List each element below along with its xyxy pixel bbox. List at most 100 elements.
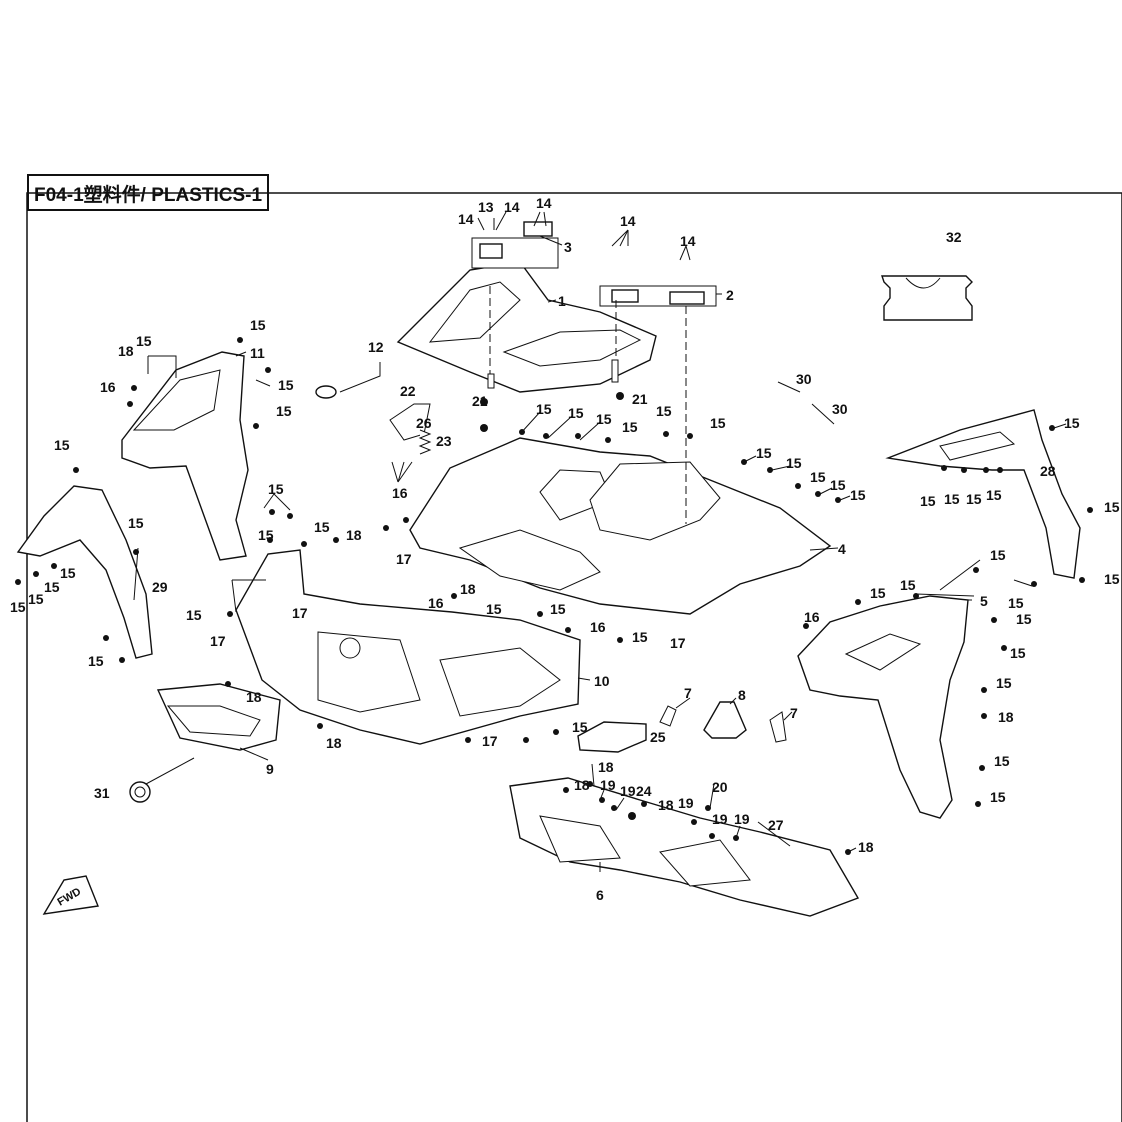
part-30-pin-b — [811, 403, 835, 425]
callout-15-ap: 15 — [1016, 611, 1032, 627]
callout-15y: 15 — [710, 415, 726, 431]
callout-25: 25 — [650, 729, 666, 745]
callout-2: 2 — [726, 287, 734, 303]
callout-15-an: 15 — [870, 585, 886, 601]
callout-18a: 18 — [118, 343, 134, 359]
callout-15-ar: 15 — [996, 675, 1012, 691]
callout-29: 29 — [152, 579, 168, 595]
callout-15-ab: 15 — [810, 469, 826, 485]
callout-16e: 16 — [804, 609, 820, 625]
part-6-underbody-tray — [509, 777, 860, 917]
callout-30b: 30 — [832, 401, 848, 417]
callout-15-aj: 15 — [1104, 499, 1120, 515]
callout-15k: 15 — [44, 579, 60, 595]
callout-19e: 19 — [734, 811, 750, 827]
callout-24: 24 — [636, 783, 652, 799]
diagram-title: F04-1塑料件/ PLASTICS-1 — [34, 185, 263, 206]
part-31-plug — [129, 781, 151, 803]
callout-15u: 15 — [568, 405, 584, 421]
part-25-pad — [577, 721, 647, 753]
callout-14e: 14 — [680, 233, 696, 249]
callout-15v: 15 — [596, 411, 612, 427]
part-12-seal — [315, 385, 337, 399]
part-28-right-fender — [885, 409, 1081, 579]
callout-16b: 16 — [392, 485, 408, 501]
callout-15-as: 15 — [994, 753, 1010, 769]
callout-30a: 30 — [796, 371, 812, 387]
fwd-arrow: FWD — [42, 875, 99, 915]
callout-15a: 15 — [250, 317, 266, 333]
callout-18j: 18 — [998, 709, 1014, 725]
callout-21a: 21 — [472, 393, 488, 409]
callout-15e: 15 — [54, 437, 70, 453]
callout-18d: 18 — [246, 689, 262, 705]
part-10-front-bumper — [235, 549, 581, 745]
part-3-latch — [471, 221, 559, 269]
callout-15t: 15 — [536, 401, 552, 417]
callout-14c: 14 — [536, 195, 552, 211]
callout-5: 5 — [980, 593, 988, 609]
part-7-clip-right — [769, 711, 787, 743]
diagram-frame — [26, 192, 1122, 1122]
part-29-left-mudguard — [16, 485, 153, 659]
callout-20: 20 — [712, 779, 728, 795]
callout-15-ao: 15 — [900, 577, 916, 593]
callout-15d: 15 — [276, 403, 292, 419]
callout-13: 13 — [478, 199, 494, 215]
callout-15n: 15 — [88, 653, 104, 669]
callout-27: 27 — [768, 817, 784, 833]
callout-15c: 15 — [278, 377, 294, 393]
callout-15o: 15 — [186, 607, 202, 623]
callout-18e: 18 — [326, 735, 342, 751]
callout-14b: 14 — [504, 199, 520, 215]
callout-15-al: 15 — [1008, 595, 1024, 611]
callout-16c: 16 — [428, 595, 444, 611]
callout-15-ai: 15 — [986, 487, 1002, 503]
leader-lines — [133, 211, 1067, 872]
callout-15x: 15 — [656, 403, 672, 419]
part-9-lower-skid — [156, 683, 281, 751]
callout-15p: 15 — [486, 601, 502, 617]
callout-19a: 19 — [600, 777, 616, 793]
callout-15f: 15 — [128, 515, 144, 531]
part-4-front-fender — [409, 437, 832, 615]
callout-15g: 15 — [268, 481, 284, 497]
callout-14a: 14 — [458, 211, 474, 227]
callout-15b: 15 — [136, 333, 152, 349]
callout-15w: 15 — [622, 419, 638, 435]
callout-17d: 17 — [482, 733, 498, 749]
callout-26: 26 — [416, 415, 432, 431]
callout-4: 4 — [838, 541, 846, 557]
callout-12: 12 — [368, 339, 384, 355]
callout-15-ac: 15 — [830, 477, 846, 493]
callout-17a: 17 — [396, 551, 412, 567]
callout-15-ae: 15 — [1064, 415, 1080, 431]
part-5-right-panel — [797, 595, 969, 819]
callout-28: 28 — [1040, 463, 1056, 479]
callout-21b: 21 — [632, 391, 648, 407]
callout-19c: 19 — [678, 795, 694, 811]
callout-22: 22 — [400, 383, 416, 399]
bolts — [15, 337, 1093, 855]
part-30-pin-a — [777, 381, 801, 393]
callout-15l: 15 — [28, 591, 44, 607]
callout-1: 1 — [558, 293, 566, 309]
callout-32: 32 — [946, 229, 962, 245]
callout-18i: 18 — [858, 839, 874, 855]
callout-31: 31 — [94, 785, 110, 801]
callout-labels: 1 2 3 4 5 6 7 7 8 9 10 11 12 13 14 14 14… — [10, 195, 1120, 903]
callout-15-aq: 15 — [1010, 645, 1026, 661]
callout-15m: 15 — [10, 599, 26, 615]
callout-15-aa: 15 — [786, 455, 802, 471]
callout-15j: 15 — [60, 565, 76, 581]
callout-19b: 19 — [620, 783, 636, 799]
callout-23: 23 — [436, 433, 452, 449]
part-11-left-panel — [121, 351, 249, 561]
callout-18g: 18 — [574, 777, 590, 793]
callout-17e: 17 — [670, 635, 686, 651]
callout-15-ah: 15 — [966, 491, 982, 507]
callout-15-ad: 15 — [850, 487, 866, 503]
callout-15i: 15 — [314, 519, 330, 535]
callout-7b: 7 — [790, 705, 798, 721]
